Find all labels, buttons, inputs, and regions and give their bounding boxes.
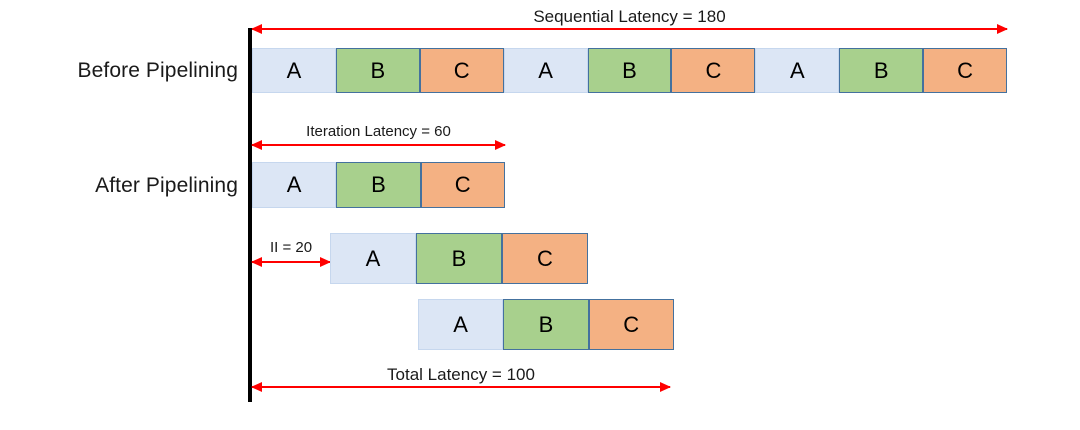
stage-block-c: C xyxy=(420,162,505,208)
stage-block-c: C xyxy=(671,48,756,93)
stage-block-b: B xyxy=(335,48,420,93)
after-pipelining-label: After Pipelining xyxy=(95,174,238,197)
stage-block-a: A xyxy=(418,299,504,350)
stage-block-b: B xyxy=(839,48,924,93)
stage-block-c: C xyxy=(419,48,504,93)
stage-block-b: B xyxy=(587,48,672,93)
stage-block-b: B xyxy=(336,162,421,208)
stage-block-c: C xyxy=(588,299,674,350)
after-pipelining-iteration-3-row: A B C xyxy=(418,299,674,350)
before-pipelining-row: A B C A B C A B C xyxy=(252,48,1008,93)
arrow-head-right xyxy=(320,256,331,267)
after-pipelining-iteration-2-row: A B C xyxy=(330,233,588,284)
after-pipelining-iteration-1-row: A B C xyxy=(252,162,505,208)
arrow-head-left xyxy=(251,381,262,392)
stage-block-b: B xyxy=(416,233,502,284)
stage-block-b: B xyxy=(503,299,589,350)
arrow-line xyxy=(252,28,1007,30)
arrow-line xyxy=(252,261,330,263)
arrow-head-right xyxy=(997,23,1008,34)
arrow-line xyxy=(252,386,670,388)
stage-block-a: A xyxy=(252,162,337,208)
before-pipelining-label: Before Pipelining xyxy=(77,59,238,82)
arrow-head-right xyxy=(660,381,671,392)
time-origin-axis xyxy=(248,28,252,402)
arrow-head-left xyxy=(251,139,262,150)
stage-block-a: A xyxy=(330,233,416,284)
initiation-interval-label: II = 20 xyxy=(269,239,313,256)
arrow-head-right xyxy=(495,139,506,150)
arrow-head-left xyxy=(251,23,262,34)
arrow-line xyxy=(252,144,505,146)
arrow-head-left xyxy=(251,256,262,267)
sequential-latency-label: Sequential Latency = 180 xyxy=(533,7,726,26)
total-latency-label: Total Latency = 100 xyxy=(387,365,535,384)
stage-block-c: C xyxy=(502,233,588,284)
stage-block-a: A xyxy=(503,48,588,93)
stage-block-c: C xyxy=(923,48,1008,93)
stage-block-a: A xyxy=(252,48,336,93)
iteration-latency-label: Iteration Latency = 60 xyxy=(306,123,451,140)
stage-block-a: A xyxy=(755,48,840,93)
